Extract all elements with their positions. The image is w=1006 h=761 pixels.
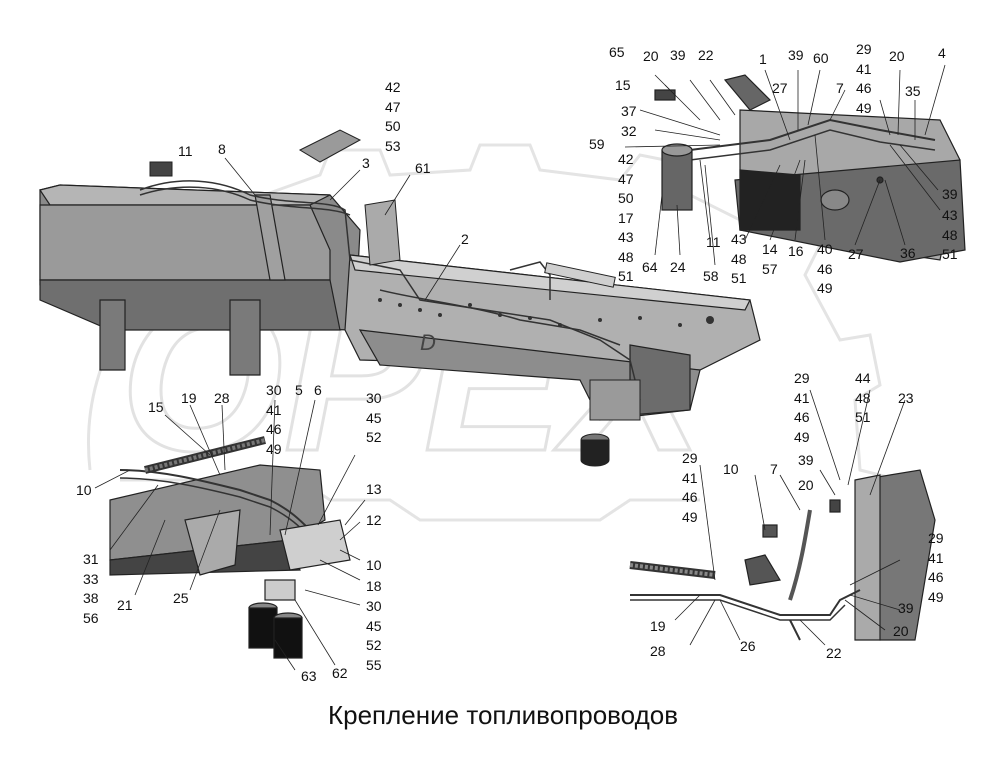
callout-39: 39 [798,452,814,468]
callout-59: 59 [589,136,605,152]
callout-23: 23 [898,390,914,406]
callout-20: 20 [893,623,909,639]
callout-60: 60 [813,50,829,66]
diagram-title: Крепление топливопроводов [327,700,679,730]
callout-39: 39 [670,47,686,63]
callout-21: 21 [117,597,133,613]
part-42-strap [298,129,362,163]
callout-22: 22 [826,645,842,661]
callout-25: 25 [173,590,189,606]
callout-19: 19 [650,618,666,634]
callout-15: 15 [148,399,164,415]
callout-7: 7 [836,80,844,96]
fuel-filter-bracket [544,262,641,421]
callout-39: 39 [942,186,958,202]
callout-15: 15 [615,77,631,93]
svg-text:D: D [420,330,436,355]
leader-lines [94,64,946,671]
callout-22: 22 [698,47,714,63]
callout-62: 62 [332,665,348,681]
callout-37: 37 [621,103,637,119]
callout-10: 10 [723,461,739,477]
callout-8: 8 [218,141,226,157]
damper-cylinder-a [580,433,610,467]
callout-24: 24 [670,259,686,275]
callout-1: 1 [759,51,767,67]
callout-27: 27 [772,80,788,96]
callout-2: 2 [461,231,469,247]
fuel-lines-main [139,180,641,401]
callout-39: 39 [898,600,914,616]
callout-61: 61 [415,160,431,176]
callout-28: 28 [650,643,666,659]
callout-11: 11 [706,234,721,250]
callout-6: 6 [314,382,322,398]
callout-4: 4 [938,45,946,61]
callout-64: 64 [642,259,658,275]
callout-12: 12 [366,512,382,528]
callout-3: 3 [362,155,370,171]
callout-20: 20 [643,48,659,64]
callout-32: 32 [621,123,637,139]
callout-20: 20 [798,477,814,493]
inset-lower-left [109,436,351,659]
callout-7: 7 [770,461,778,477]
callout-65: 65 [609,44,625,60]
callout-10: 10 [76,482,92,498]
callout-63: 63 [301,668,317,684]
part-11-clamp [149,161,173,177]
callout-13: 13 [366,481,382,497]
callout-35: 35 [905,83,921,99]
inset-upper-right [654,74,966,263]
callout-36: 36 [900,245,916,261]
callout-16: 16 [788,243,804,259]
callout-58: 58 [703,268,719,284]
callout-5: 5 [295,382,303,398]
callout-27: 27 [848,246,864,262]
callout-26: 26 [740,638,756,654]
callout-28: 28 [214,390,230,406]
callout-18: 18 [366,578,382,594]
callout-19: 19 [181,390,197,406]
fuel-tank-assembly [39,184,361,376]
part-61-bracket [364,199,401,266]
callout-20: 20 [889,48,905,64]
callout-10: 10 [366,557,382,573]
inset-lower-right [629,469,936,641]
callout-39: 39 [788,47,804,63]
callout-11: 11 [178,143,193,159]
